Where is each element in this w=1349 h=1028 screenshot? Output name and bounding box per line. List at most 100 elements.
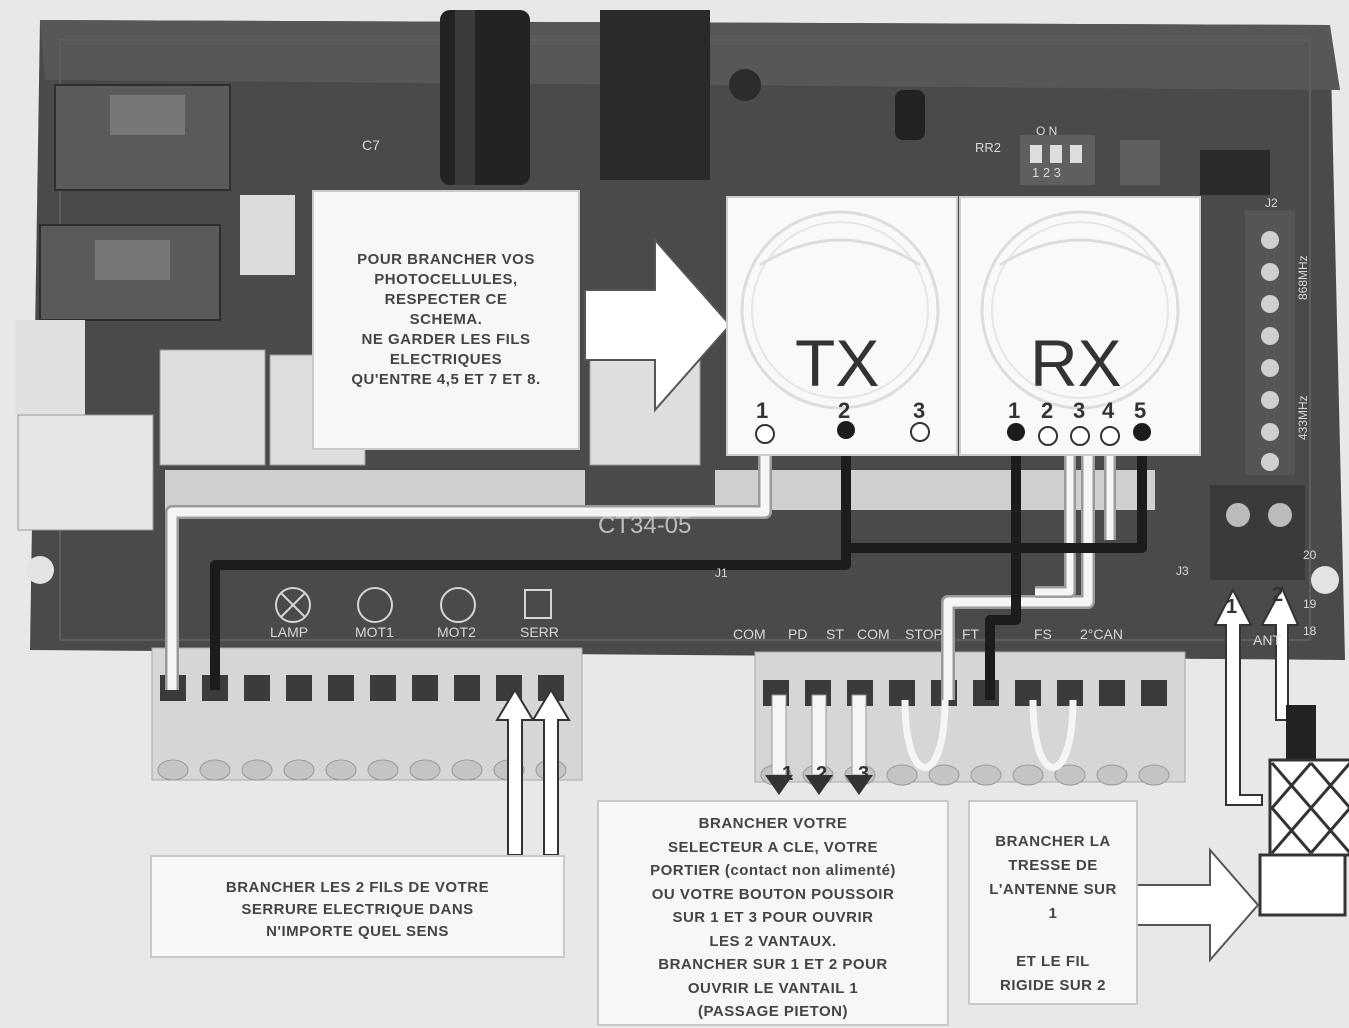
selector-note-line: BRANCHER VOTRE [698, 815, 848, 832]
rx-pin-3: 3 [1073, 398, 1086, 423]
tx-pin-3: 3 [913, 398, 926, 423]
label-term-20: 20 [1303, 548, 1317, 562]
label-term-18: 18 [1303, 624, 1317, 638]
lock-note-line: BRANCHER LES 2 FILS DE VOTRE [225, 879, 490, 896]
terminal-foot [886, 764, 918, 786]
selector-note-line: PORTIER (contact non alimenté) [650, 862, 896, 879]
label-serr: SERR [520, 624, 559, 640]
label-fs: FS [1034, 626, 1052, 642]
selector-note-line: SUR 1 ET 3 POUR OUVRIR [672, 909, 874, 926]
antenna-note-line: ET LE FIL [1016, 953, 1090, 970]
fuses [15, 84, 295, 415]
terminal-opening [370, 675, 396, 701]
photocell-note: POUR BRANCHER VOS PHOTOCELLULES, RESPECT… [312, 190, 580, 450]
lock-note-line: SERRURE ELECTRIQUE DANS [241, 901, 474, 918]
antenna-note-line: L'ANTENNE SUR [989, 881, 1117, 898]
terminal-opening [286, 675, 312, 701]
selector-note-line: SELECTEUR A CLE, VOTRE [668, 838, 878, 856]
terminal-opening [1099, 680, 1125, 706]
label-board-code: CT34-05 [598, 512, 692, 539]
antenna-note-line: BRANCHER LA [995, 833, 1111, 850]
terminal-foot [1054, 764, 1086, 786]
terminal-foot [199, 759, 231, 781]
rx-panel [959, 196, 1201, 456]
label-on: O N [1036, 124, 1058, 138]
lock-note: BRANCHER LES 2 FILS DE VOTRE SERRURE ELE… [150, 855, 565, 958]
label-rr2: RR2 [975, 140, 1002, 155]
antenna-note: BRANCHER LA TRESSE DE L'ANTENNE SUR 1 ET… [968, 800, 1138, 1005]
antenna-wires [1213, 585, 1316, 806]
label-com2: COM [857, 626, 890, 642]
selector-note: BRANCHER VOTRE SELECTEUR A CLE, VOTRE PO… [597, 800, 949, 1026]
rx-pin-1: 1 [1008, 398, 1021, 423]
selector-note-line: OUVRIR LE VANTAIL 1 [687, 979, 859, 997]
terminal-foot [241, 759, 273, 781]
capacitor [440, 10, 925, 185]
terminal-foot [325, 759, 357, 781]
photocell-note-line: PHOTOCELLULES, [374, 271, 518, 288]
terminal-j3 [1210, 485, 1305, 580]
label-2can: 2°CAN [1080, 626, 1123, 642]
photocell-note-line: SCHEMA. [409, 311, 483, 328]
antenna-note-line: 1 [1048, 905, 1058, 922]
label-868: 868MHz [1296, 255, 1310, 300]
terminal-opening [328, 675, 354, 701]
terminal-foot [157, 759, 189, 781]
photocell-note-line: RESPECTER CE [384, 291, 508, 308]
label-mot2: MOT2 [437, 624, 476, 640]
lamp-symbol [275, 587, 311, 623]
label-lamp: LAMP [270, 624, 309, 640]
terminal-foot [928, 764, 960, 786]
terminal-foot [367, 759, 399, 781]
terminal-foot [1096, 764, 1128, 786]
antenna-connector [1258, 758, 1349, 917]
tx-pin-2: 2 [838, 398, 851, 423]
label-term-19: 19 [1303, 597, 1317, 611]
label-pd: PD [788, 626, 808, 642]
terminal-foot [409, 759, 441, 781]
photocell-note-line: NE GARDER LES FILS [361, 331, 531, 348]
rx-pin-4: 4 [1102, 398, 1115, 423]
terminal-foot [970, 764, 1002, 786]
label-433: 433MHz [1296, 395, 1310, 440]
rx-label: RX [1030, 326, 1122, 400]
terminal-block-right [754, 651, 1186, 783]
tx-label: TX [795, 326, 880, 400]
selector-pin-1: 1 [782, 763, 794, 785]
label-j3: J3 [1176, 564, 1189, 578]
lock-note-line: N'IMPORTE QUEL SENS [266, 923, 449, 940]
lock-symbol [524, 589, 552, 619]
photocell-arrow [584, 237, 732, 413]
antenna-arrow [1134, 847, 1260, 963]
terminal-opening [1015, 680, 1041, 706]
rx-pin-5: 5 [1134, 398, 1147, 423]
label-ant: ANT [1253, 632, 1281, 648]
left-terminals [157, 675, 567, 781]
label-ft: FT [962, 626, 980, 642]
selector-note-line: BRANCHER SUR 1 ET 2 POUR [658, 956, 888, 973]
motor2-symbol [440, 587, 476, 623]
wires-white [165, 432, 1116, 771]
terminal-foot [1138, 764, 1170, 786]
selector-wires [765, 694, 873, 795]
antenna-note-line: RIGIDE SUR 2 [999, 977, 1107, 994]
selector-pin-3: 3 [858, 763, 870, 785]
wires-black [210, 432, 1147, 700]
terminal-opening [244, 675, 270, 701]
label-mot1: MOT1 [355, 624, 394, 640]
terminal-j2 [1245, 210, 1295, 475]
terminal-foot [1012, 764, 1044, 786]
photocell-note-line: QU'ENTRE 4,5 ET 7 ET 8. [351, 371, 541, 388]
terminal-foot [283, 759, 315, 781]
label-dip: 1 2 3 [1032, 165, 1061, 180]
selector-note-line: OU VOTRE BOUTON POUSSOIR [651, 885, 895, 903]
photocell-note-line: POUR BRANCHER VOS [357, 251, 535, 268]
motor1-symbol [357, 587, 393, 623]
label-c7: C7 [362, 137, 380, 153]
selector-pin-2: 2 [816, 763, 828, 785]
antenna-pin-2: 2 [1272, 584, 1284, 606]
antenna-note-line [970, 926, 1136, 950]
label-com: COM [733, 626, 766, 642]
